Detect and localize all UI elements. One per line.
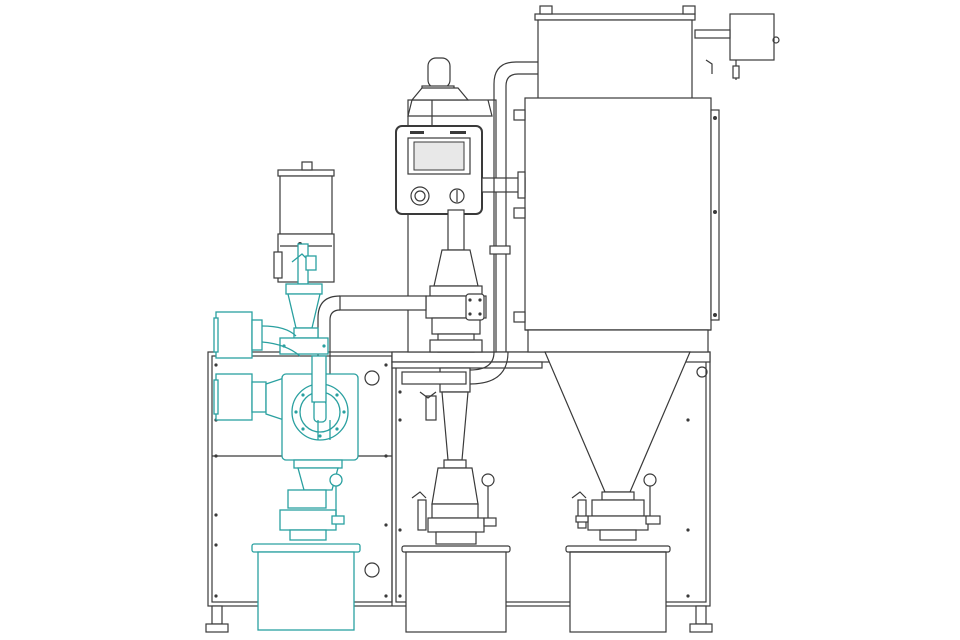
receiving-drum-right: [565, 545, 671, 633]
rotary-knob-icon[interactable]: [410, 186, 430, 206]
filter-housing: [513, 5, 720, 353]
housing-connect-pipe: [481, 171, 526, 199]
riser-pipe: [489, 61, 538, 352]
frame-rivets: [214, 363, 690, 598]
teal-mill-assembly: [213, 243, 361, 631]
mill-body: [425, 209, 487, 353]
cyclone-separator: [401, 351, 509, 545]
junction-box: [694, 13, 780, 80]
blower-unit: [407, 57, 493, 117]
hmi-screen-icon[interactable]: [413, 141, 465, 171]
collection-cone: [544, 351, 691, 541]
receiving-drum-middle: [401, 545, 511, 633]
teal-stem-pipe: [311, 355, 327, 403]
control-panel: [395, 125, 483, 240]
conveying-pipe: [317, 295, 427, 420]
leveling-feet: [205, 605, 713, 633]
